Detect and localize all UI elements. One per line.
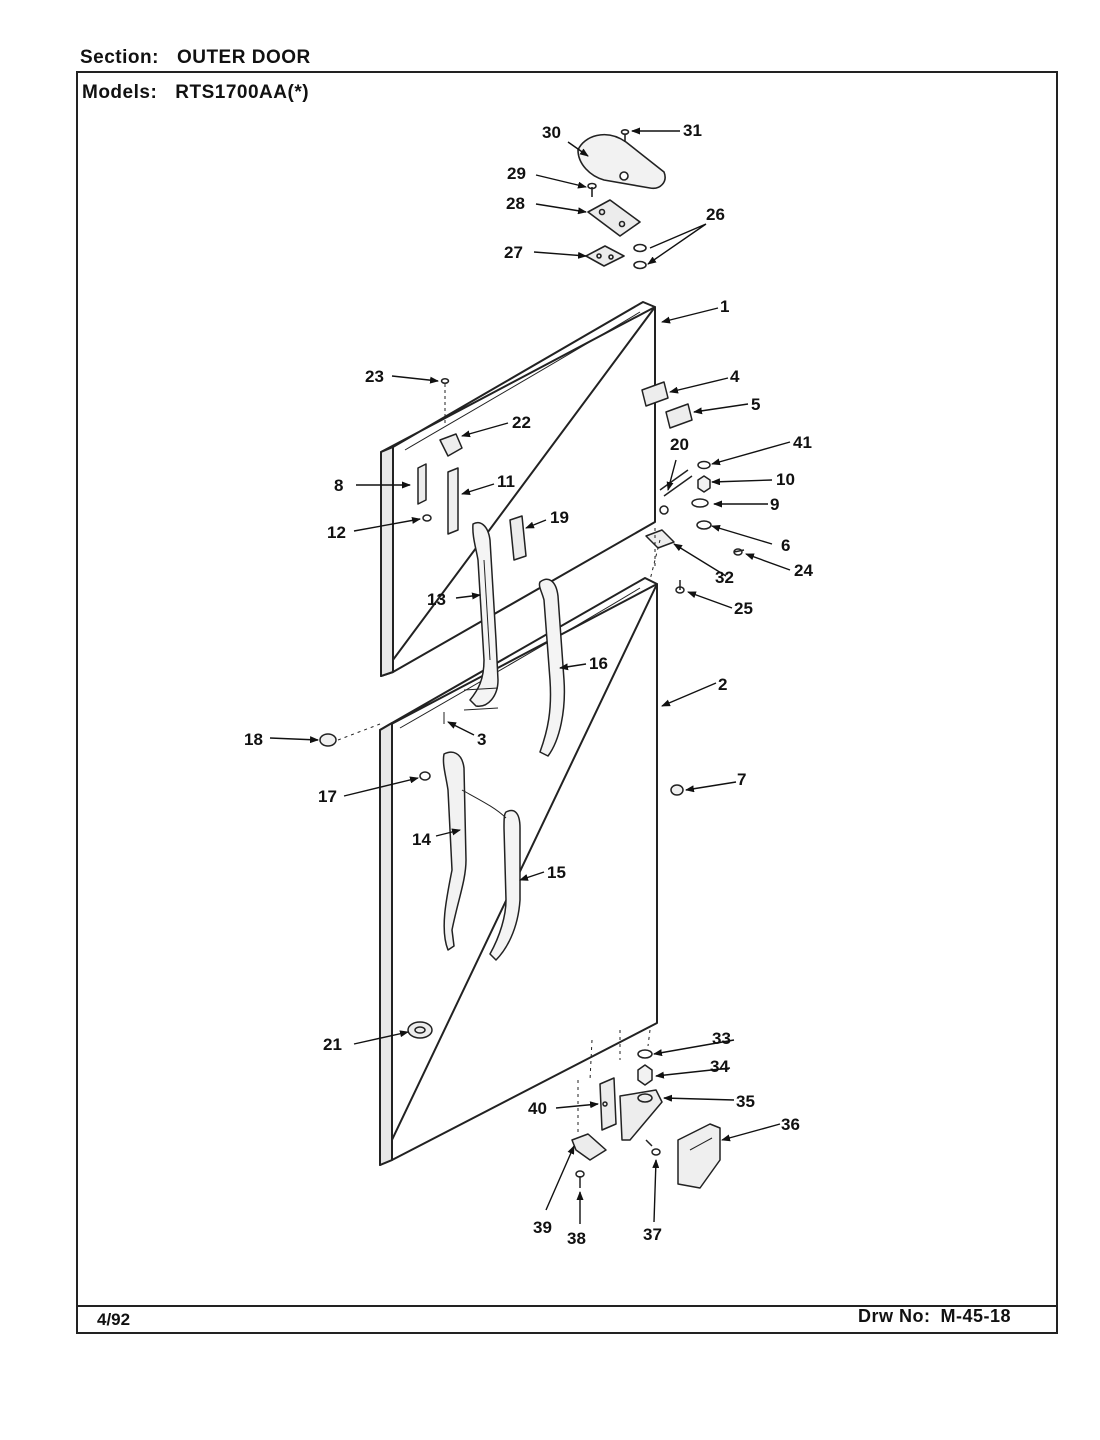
models-value: RTS1700AA(*) [175, 82, 310, 103]
callout-35: 35 [736, 1092, 755, 1111]
callout-6: 6 [781, 536, 790, 555]
callout-37: 37 [643, 1225, 662, 1244]
callout-3: 3 [477, 730, 486, 749]
center-hinge-assembly [641, 381, 745, 594]
callout-13: 13 [427, 590, 446, 609]
callout-labels: 1 2 3 4 5 6 7 8 9 10 11 12 13 14 15 16 1… [244, 121, 813, 1248]
callout-23: 23 [365, 367, 384, 386]
callout-14: 14 [412, 830, 431, 849]
bottom-hinge-assembly [571, 1029, 721, 1189]
section-value: OUTER DOOR [176, 47, 311, 68]
callout-39: 39 [533, 1218, 552, 1237]
callout-16: 16 [589, 654, 608, 673]
models-label: Models: [82, 82, 158, 103]
callout-20: 20 [670, 435, 689, 454]
callout-leaders [269, 127, 791, 1224]
callout-10: 10 [776, 470, 795, 489]
callout-9: 9 [770, 495, 779, 514]
callout-18: 18 [244, 730, 263, 749]
callout-24: 24 [794, 561, 813, 580]
callout-27: 27 [504, 243, 523, 262]
callout-30: 30 [542, 123, 561, 142]
models-heading: Models: RTS1700AA(*) [82, 82, 309, 104]
callout-19: 19 [550, 508, 569, 527]
revision-date: 4/92 [97, 1310, 131, 1329]
callout-41: 41 [793, 433, 812, 452]
callout-34: 34 [710, 1057, 729, 1076]
callout-4: 4 [730, 367, 740, 386]
callout-11: 11 [497, 472, 515, 491]
upper-door-panel [380, 301, 656, 677]
callout-33: 33 [712, 1029, 731, 1048]
callout-15: 15 [547, 863, 566, 882]
callout-1: 1 [720, 297, 729, 316]
drawing-number: Drw No: M-45-18 [858, 1306, 1011, 1327]
callout-2: 2 [718, 675, 727, 694]
top-hinge-assembly [577, 129, 666, 270]
callout-32: 32 [715, 568, 734, 587]
lower-door-parts [319, 578, 684, 1039]
callout-26: 26 [706, 205, 725, 224]
callout-28: 28 [506, 194, 525, 213]
callout-40: 40 [528, 1099, 547, 1118]
callout-38: 38 [567, 1229, 586, 1248]
callout-8: 8 [334, 476, 343, 495]
callout-22: 22 [512, 413, 531, 432]
section-label: Section: [80, 47, 159, 68]
callout-17: 17 [318, 787, 337, 806]
drawing-number-label: Drw No: [858, 1306, 931, 1326]
callout-5: 5 [751, 395, 760, 414]
callout-31: 31 [683, 121, 702, 140]
callout-36: 36 [781, 1115, 800, 1134]
callout-12: 12 [327, 523, 346, 542]
callout-25: 25 [734, 599, 753, 618]
drawing-frame [76, 71, 1058, 1334]
upper-door-parts [417, 378, 527, 707]
callout-29: 29 [507, 164, 526, 183]
drawing-number-value: M-45-18 [940, 1306, 1012, 1326]
callout-21: 21 [323, 1035, 342, 1054]
section-heading: Section: OUTER DOOR [80, 47, 311, 69]
callout-7: 7 [737, 770, 746, 789]
footer-divider [76, 1305, 1058, 1307]
